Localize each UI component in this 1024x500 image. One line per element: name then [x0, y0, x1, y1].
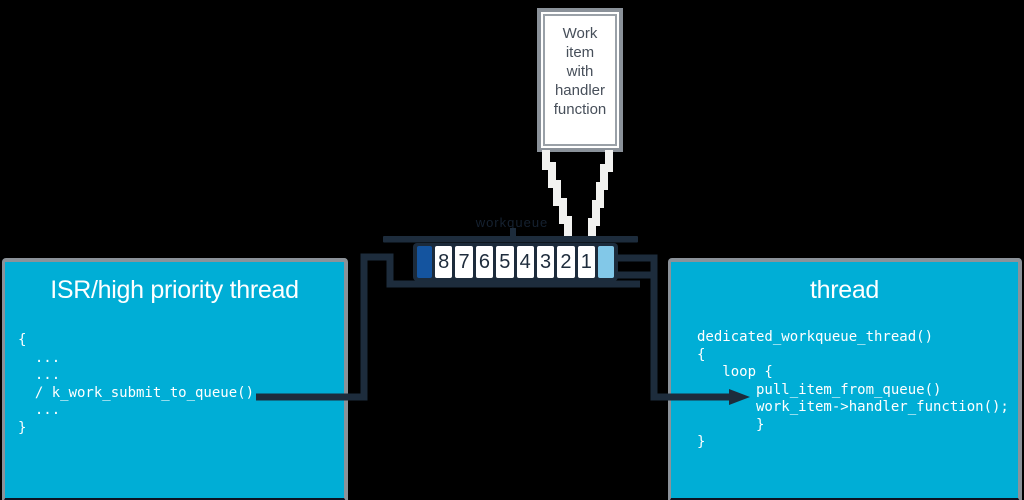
queue-top-rail: [383, 236, 638, 243]
workqueue-fifo: 8 7 6 5 4 3 2 1: [413, 243, 618, 281]
code-line: loop {: [697, 364, 773, 380]
queue-item-cell: 5: [496, 246, 514, 278]
queue-item-cell: 2: [557, 246, 575, 278]
code-line: ...: [18, 402, 61, 418]
code-line: }: [18, 419, 27, 436]
queue-head-cell: [598, 246, 614, 278]
code-line: ...: [18, 349, 61, 366]
code-line: dedicated_workqueue_thread(): [697, 329, 934, 345]
queue-item-cell: 3: [536, 246, 555, 278]
queue-item-cell: 8: [435, 246, 453, 278]
isr-thread-code: { ... ... / k_work_submit_to_queue() ...…: [18, 332, 254, 437]
queue-item-cell: 7: [455, 246, 473, 278]
work-item-label-line: handler: [554, 82, 606, 99]
queue-tail-cell: [417, 246, 432, 278]
isr-thread-panel: ISR/high priority thread { ... ... / k_w…: [2, 258, 348, 500]
code-line: {: [697, 346, 706, 363]
workqueue-thread-code: dedicated_workqueue_thread() { loop { pu…: [697, 329, 1009, 452]
code-line: pull_item_from_queue(): [697, 381, 942, 398]
code-line: / k_work_submit_to_queue(): [18, 384, 255, 401]
workqueue-thread-panel: thread dedicated_workqueue_thread() { lo…: [668, 258, 1022, 500]
work-item-label-line: item: [565, 44, 595, 61]
code-line: }: [697, 416, 765, 433]
queue-item-cell: 6: [475, 246, 494, 278]
code-line: {: [18, 332, 27, 348]
queue-item-cell: 1: [577, 246, 595, 278]
workqueue-label: workqueue: [475, 215, 549, 230]
code-line: work_item->handler_function();: [697, 399, 1009, 415]
isr-thread-panel-title: ISR/high priority thread: [50, 276, 299, 304]
work-item-inner-frame: Work item with handler function: [543, 14, 617, 146]
work-item-drop-arrow-right: [588, 150, 613, 242]
work-item-label: Work item with handler function: [545, 24, 615, 119]
work-item-label-line: with: [566, 63, 594, 80]
queue-item-cell: 4: [516, 246, 534, 278]
code-line: }: [697, 434, 706, 450]
work-item-box: Work item with handler function: [537, 8, 623, 152]
code-line: ...: [18, 367, 61, 383]
work-item-label-line: Work: [562, 25, 598, 42]
work-item-label-line: function: [553, 101, 607, 118]
workqueue-thread-panel-title: thread: [809, 276, 880, 304]
